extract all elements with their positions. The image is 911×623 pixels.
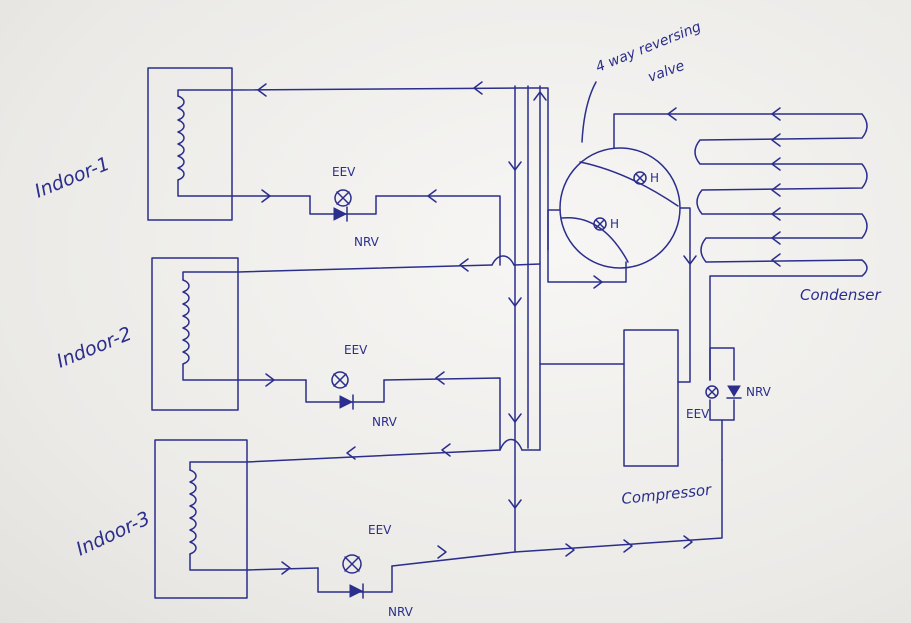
eev-3-label: EEV: [368, 523, 392, 537]
eev-3: [342, 554, 362, 574]
nrv-2: [339, 394, 354, 410]
reversing-valve: H H: [547, 107, 863, 383]
nrv-3-label: NRV: [388, 605, 414, 619]
condenser-coil: [694, 107, 868, 381]
vapor-header: [527, 85, 547, 451]
main-liquid-line: [514, 459, 723, 557]
outdoor-eev-nrv: [705, 347, 742, 461]
liquid-header-arrows: [508, 161, 522, 509]
condenser-label: Condenser: [800, 286, 881, 304]
eev-2-label: EEV: [344, 343, 368, 357]
indoor-2-label: Indoor-2: [54, 323, 135, 373]
nrv-1-label: NRV: [354, 235, 380, 249]
outdoor-nrv-label: NRV: [746, 385, 772, 399]
indoor-unit-3: [154, 439, 248, 599]
eev-1: [334, 189, 352, 207]
valve-port-h1: H: [650, 171, 659, 185]
indoor-1-label: Indoor-1: [32, 153, 113, 203]
nrv-3: [349, 583, 364, 599]
vapor-line-1: [231, 81, 549, 251]
outdoor-eev-label: EEV: [686, 407, 710, 421]
valve-label-line2: valve: [646, 58, 687, 86]
valve-label-pointer: [581, 81, 597, 143]
vapor-line-3: [246, 438, 541, 463]
eev-2: [331, 371, 349, 389]
nrv-2-label: NRV: [372, 415, 398, 429]
compressor-label: Compressor: [621, 481, 713, 508]
liquid-line-1: [231, 189, 501, 266]
indoor-unit-2: [151, 257, 239, 411]
nrv-1: [333, 206, 348, 222]
compressor: [539, 329, 679, 467]
indoor-3-label: Indoor-3: [73, 507, 154, 560]
indoor-unit-1: [147, 67, 233, 221]
vapor-line-2: [237, 255, 541, 273]
liquid-line-2: [237, 371, 501, 451]
valve-label-line1: 4 way reversing: [594, 19, 704, 76]
eev-1-label: EEV: [332, 165, 356, 179]
valve-port-h2: H: [610, 217, 619, 231]
liquid-line-3: [246, 85, 516, 593]
